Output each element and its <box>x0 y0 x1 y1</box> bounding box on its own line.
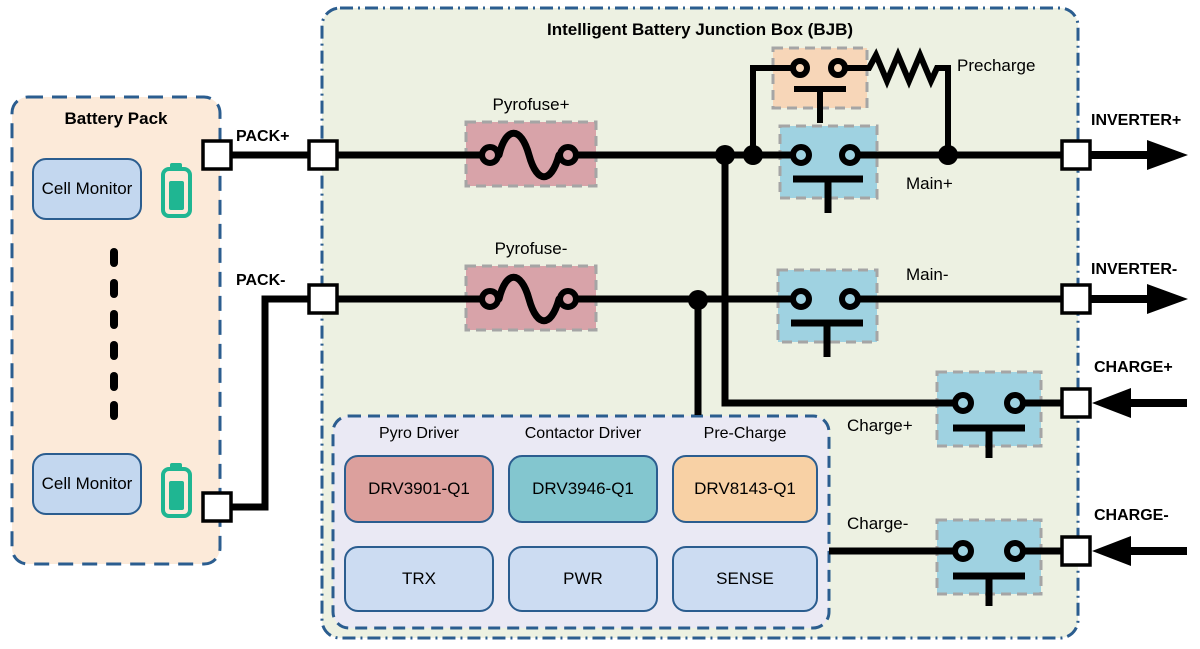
cell-monitor-label: Cell Monitor <box>41 474 133 494</box>
terminal-circle <box>952 392 974 414</box>
charge-plus-arrowhead <box>1092 388 1131 418</box>
pack-plus-label: PACK+ <box>236 128 290 145</box>
chip-label: DRV3901-Q1 <box>368 479 470 499</box>
power-wires <box>232 151 1063 555</box>
precharge-resistor <box>846 47 951 152</box>
junction-dots <box>688 145 958 310</box>
contactor-armatures <box>791 175 1025 606</box>
main-plus-armature <box>793 175 863 213</box>
precharge-left-leg <box>750 65 792 152</box>
chip-drv3946: DRV3946-Q1 <box>508 455 658 523</box>
connector-squares <box>201 139 1092 567</box>
main-minus-armature <box>791 319 863 357</box>
terminal-circle <box>479 144 501 166</box>
junction-dot <box>743 145 763 165</box>
inverter-plus-label: INVERTER+ <box>1091 112 1182 129</box>
battery-pack-ellipsis <box>110 248 118 420</box>
wire-pack-minus-lead <box>232 295 310 511</box>
junction-dot <box>715 145 735 165</box>
driver-column-header: Pyro Driver <box>378 425 459 442</box>
connector-square <box>307 283 339 315</box>
terminal-circle <box>557 144 579 166</box>
terminal-circle <box>828 58 848 78</box>
terminal-circle <box>790 58 810 78</box>
bjb-title: Intelligent Battery Junction Box (BJB) <box>546 20 854 39</box>
pack-minus-label: PACK- <box>236 272 286 289</box>
terminal-circle <box>479 288 501 310</box>
terminal-circle <box>1004 392 1026 414</box>
terminal-circle <box>557 288 579 310</box>
sub-block-sense: SENSE <box>672 546 818 612</box>
driver-column-header: Pre-Charge <box>703 425 787 442</box>
main-plus-label: Main+ <box>906 174 953 193</box>
chip-label: DRV3946-Q1 <box>532 479 634 499</box>
connector-square <box>1060 535 1092 567</box>
junction-dot <box>688 290 708 310</box>
precharge-armature <box>794 86 846 123</box>
chip-label: DRV8143-Q1 <box>694 479 796 499</box>
pyrofuse-plus-wave <box>495 130 563 180</box>
main-minus-label: Main- <box>906 265 949 284</box>
inverter-minus-label: INVERTER- <box>1091 261 1178 278</box>
connector-square <box>1060 387 1092 419</box>
precharge-label: Precharge <box>957 56 1036 75</box>
charge-plus-label: Charge+ <box>847 416 913 435</box>
precharge-branch <box>750 47 951 152</box>
sub-block-label: PWR <box>563 569 603 589</box>
charge-minus-terminal-label: CHARGE- <box>1094 507 1169 524</box>
wire-charge-plus-branch <box>721 158 954 407</box>
battery-pack-title: Battery Pack <box>64 109 168 128</box>
inverter-plus-arrowhead <box>1147 140 1188 170</box>
connector-square <box>307 139 339 171</box>
charge-minus-arrowhead <box>1092 536 1131 566</box>
terminal-circle <box>839 144 861 166</box>
pyrofuse-symbols <box>495 130 563 324</box>
cell-monitor-label: Cell Monitor <box>41 179 133 199</box>
sub-block-trx: TRX <box>344 546 494 612</box>
terminal-circle <box>790 144 812 166</box>
terminal-circle <box>790 288 812 310</box>
battery-icon <box>161 463 192 518</box>
charge-minus-armature <box>953 572 1025 606</box>
chip-drv3901: DRV3901-Q1 <box>344 455 494 523</box>
contact-terminals <box>479 58 1026 562</box>
terminal-arrows <box>1090 140 1188 566</box>
pyrofuse-minus-label: Pyrofuse- <box>494 239 568 258</box>
inverter-minus-arrowhead <box>1147 284 1188 314</box>
terminal-circle <box>1004 540 1026 562</box>
pyrofuse-minus-wave <box>495 274 563 324</box>
sub-block-pwr: PWR <box>508 546 658 612</box>
charge-plus-armature <box>953 424 1025 458</box>
cell-monitor-block: Cell Monitor <box>32 158 142 220</box>
connector-square <box>201 491 233 523</box>
connector-square <box>1060 283 1092 315</box>
sub-block-label: SENSE <box>716 569 774 589</box>
pyrofuse-plus-label: Pyrofuse+ <box>492 95 570 114</box>
connector-square <box>1060 139 1092 171</box>
sub-block-label: TRX <box>402 569 436 589</box>
terminal-circle <box>952 540 974 562</box>
terminal-circle <box>839 288 861 310</box>
connector-square <box>201 139 233 171</box>
junction-dot <box>938 145 958 165</box>
cell-monitor-block: Cell Monitor <box>32 453 142 515</box>
battery-icon <box>161 163 192 218</box>
chip-drv8143: DRV8143-Q1 <box>672 455 818 523</box>
charge-minus-label: Charge- <box>847 514 909 533</box>
driver-column-header: Contactor Driver <box>524 425 642 442</box>
charge-plus-terminal-label: CHARGE+ <box>1094 359 1173 376</box>
